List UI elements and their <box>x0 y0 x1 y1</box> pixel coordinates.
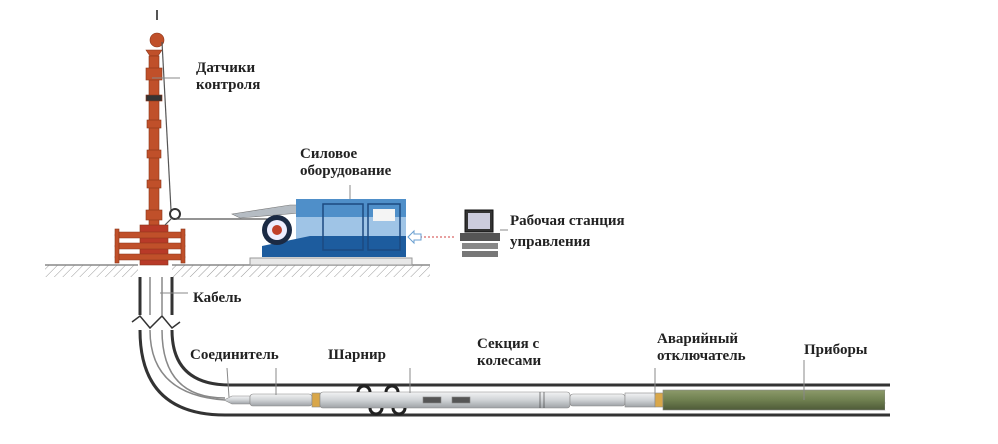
label-line: контроля <box>196 77 261 93</box>
label-hinge: Шарнир <box>328 347 386 363</box>
label-line: отключатель <box>657 348 746 364</box>
label-line: Силовое <box>300 146 358 162</box>
workstation <box>460 209 500 257</box>
label-line: Секция с <box>477 336 540 352</box>
surface-cable <box>161 41 275 226</box>
label-line: Рабочая станция <box>510 213 625 229</box>
downhole-tool <box>223 384 889 416</box>
label-line: Датчики <box>196 60 256 76</box>
well-casing <box>131 277 890 417</box>
leader-lines <box>152 77 805 400</box>
ground <box>45 264 430 278</box>
label-line: оборудование <box>300 163 392 179</box>
label-line: управления <box>510 234 591 250</box>
label-cable: Кабель <box>193 290 242 306</box>
data-arrow <box>407 229 455 245</box>
label-connector: Соединитель <box>190 347 279 363</box>
power-unit <box>231 199 413 266</box>
label-instruments: Приборы <box>804 342 868 358</box>
label-line: колесами <box>477 353 542 369</box>
wellhead-tower <box>114 10 186 266</box>
label-workstation: Рабочая станция управления <box>510 211 625 253</box>
label-line: Аварийный <box>657 331 739 347</box>
